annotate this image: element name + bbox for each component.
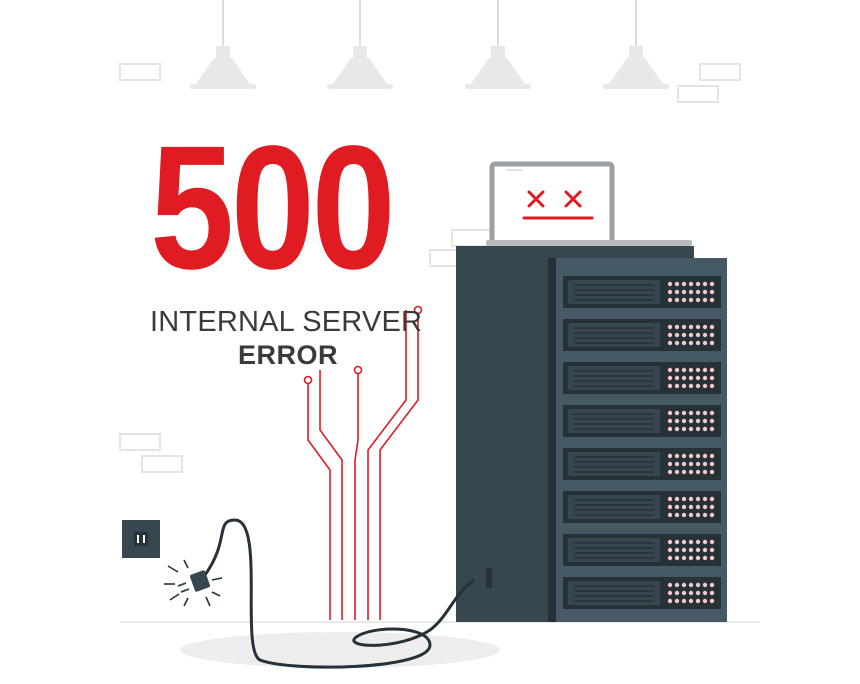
server-slot [563,534,721,566]
ceiling-lamp-icon [465,0,531,89]
error-title: INTERNAL SERVER [150,306,423,338]
error-code: 500 [150,110,396,306]
server-slot [563,319,721,351]
server-slot [563,491,721,523]
circuit-lines-icon [307,310,419,620]
ceiling-lamp-icon [603,0,669,89]
error-subtitle: ERROR [238,340,339,370]
server-slot [563,362,721,394]
server-slot [563,577,721,609]
circuit-nodes [303,305,423,385]
server-slots [563,276,721,609]
server-slot [563,405,721,437]
server-slot [563,448,721,480]
power-cable [203,518,479,669]
plug-icon [164,559,492,607]
ceiling-lamp-icon [327,0,393,89]
laptop-sad-face-icon [486,161,692,247]
server-slot [563,276,721,308]
wall-bricks [119,63,741,473]
floor-shadow [180,632,500,668]
power-outlet-icon [122,520,160,558]
ceiling-lamp-icon [190,0,256,89]
